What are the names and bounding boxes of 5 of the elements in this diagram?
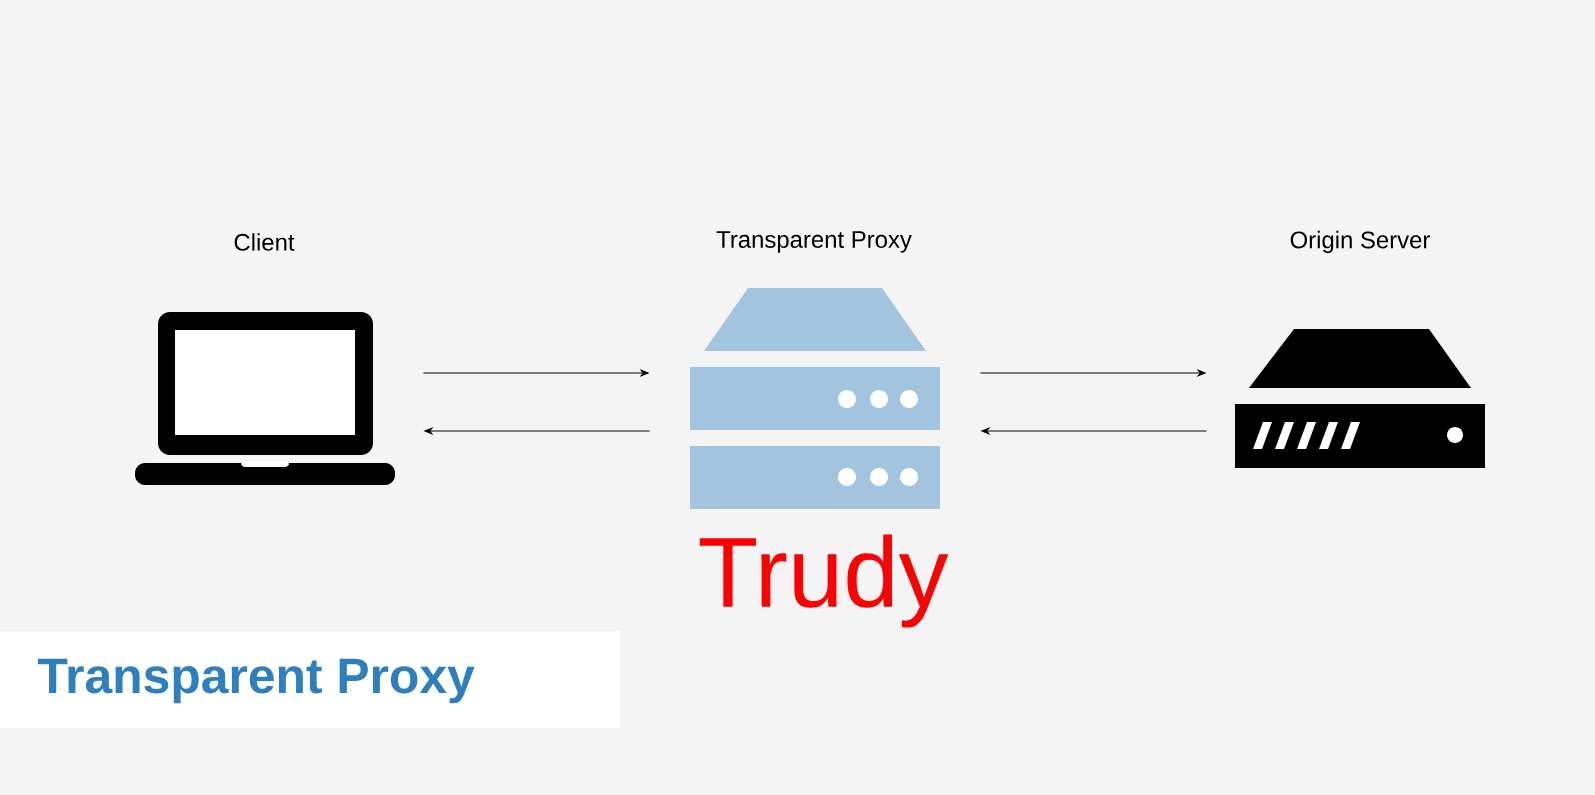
title-banner: Transparent Proxy <box>0 631 620 728</box>
node-label: Transparent Proxy <box>716 231 912 253</box>
node-label: Origin Server <box>1290 230 1430 254</box>
annotation-text: Trudy <box>699 534 949 628</box>
node-label: Client <box>234 233 295 251</box>
